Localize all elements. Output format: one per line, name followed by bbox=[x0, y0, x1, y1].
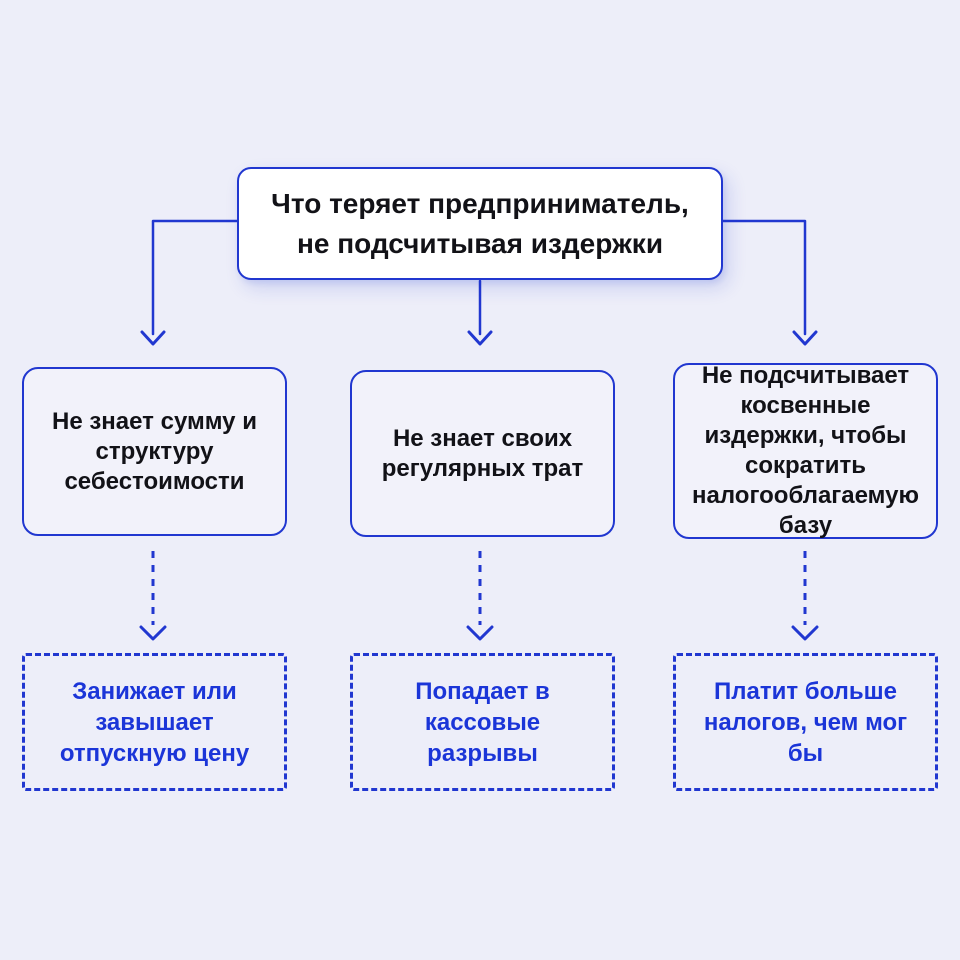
consequence-box-3: Платит больше налогов, чем мог бы bbox=[673, 653, 938, 791]
arrow-cause-1-to-consequence-1 bbox=[139, 551, 167, 641]
root-box: Что теряет предприниматель, не подсчитыв… bbox=[237, 167, 723, 280]
root-box-line-2: не подсчитывая издержки bbox=[296, 227, 664, 259]
consequence-box-2-label: Попадает в кассовые разрывы bbox=[415, 677, 550, 767]
arrow-cause-2-to-consequence-2 bbox=[466, 551, 494, 641]
cause-box-1-label: Не знает сумму и структуру себестоимости bbox=[52, 407, 257, 495]
root-box-line-1: Что теряет предприниматель, bbox=[271, 187, 689, 219]
cause-box-2: Не знает своих регулярных трат bbox=[350, 370, 615, 537]
consequence-box-1-label: Занижает или завышает отпускную цену bbox=[59, 677, 250, 767]
cause-box-2-label: Не знает своих регулярных трат bbox=[381, 424, 584, 482]
consequence-box-1: Занижает или завышает отпускную цену bbox=[22, 653, 287, 791]
arrow-root-to-cause-1 bbox=[140, 219, 239, 346]
arrow-root-to-cause-2 bbox=[467, 279, 493, 346]
cause-box-3-label: Не подсчитывает косвенные издержки, чтоб… bbox=[692, 362, 919, 539]
cause-box-1: Не знает сумму и структуру себестоимости bbox=[22, 367, 287, 536]
arrow-root-to-cause-3 bbox=[721, 219, 818, 346]
consequence-box-3-label: Платит больше налогов, чем мог бы bbox=[703, 677, 908, 767]
arrow-cause-3-to-consequence-3 bbox=[791, 551, 819, 641]
consequence-box-2: Попадает в кассовые разрывы bbox=[350, 653, 615, 791]
cause-box-3: Не подсчитывает косвенные издержки, чтоб… bbox=[673, 362, 938, 539]
